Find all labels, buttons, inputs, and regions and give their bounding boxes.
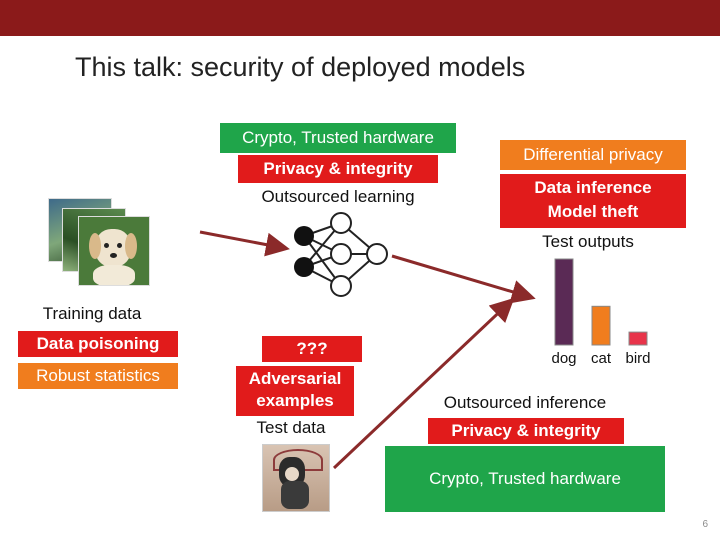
differential-privacy-label: Differential privacy	[500, 140, 686, 170]
bar-label-bird: bird	[625, 350, 650, 367]
arrow-training-to-model	[199, 230, 290, 257]
test-data-caption: Test data	[256, 418, 326, 437]
bar-dog	[554, 258, 574, 346]
outsourced-learning-caption: Outsourced learning	[261, 187, 415, 206]
header-bar	[0, 0, 720, 36]
outsourced-inference-caption: Outsourced inference	[443, 393, 607, 412]
arrow-model-to-outputs	[391, 254, 536, 304]
adversarial-examples-label: Adversarial examples	[236, 366, 354, 416]
inference-crypto-trusted-hardware-label: Crypto, Trusted hardware	[385, 446, 665, 512]
arrow-testdata-to-model	[332, 297, 515, 470]
slide-title: This talk: security of deployed models	[75, 52, 526, 82]
data-inference-model-theft-label: Data inference Model theft	[500, 174, 686, 228]
training-data-caption: Training data	[42, 304, 142, 323]
page-number: 6	[702, 519, 708, 530]
test-image-dog	[262, 444, 330, 512]
robust-statistics-label: Robust statistics	[18, 363, 178, 389]
training-image-puppy	[78, 216, 150, 286]
unknown-defense-label: ???	[262, 336, 362, 362]
bar-cat	[591, 305, 611, 346]
training-images	[48, 198, 158, 288]
test-outputs-caption: Test outputs	[542, 232, 634, 251]
bar-label-dog: dog	[551, 350, 576, 367]
bar-label-cat: cat	[591, 350, 612, 367]
data-poisoning-label: Data poisoning	[18, 331, 178, 357]
inference-privacy-integrity-label: Privacy & integrity	[428, 418, 624, 444]
privacy-integrity-label: Privacy & integrity	[238, 155, 438, 183]
bar-bird	[628, 331, 648, 346]
crypto-trusted-hardware-label: Crypto, Trusted hardware	[220, 123, 456, 153]
